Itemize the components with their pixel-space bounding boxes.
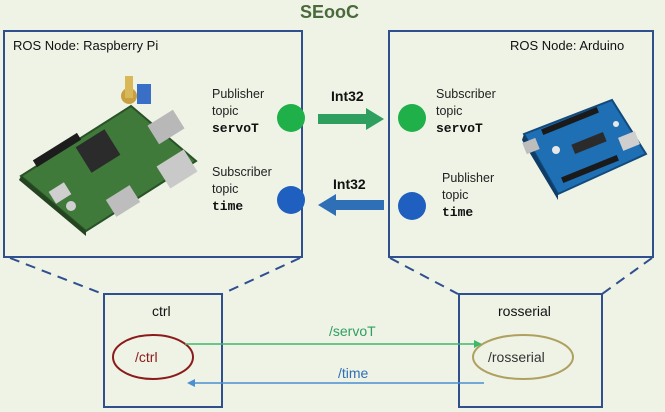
- top-message-type: Int32: [331, 88, 364, 104]
- arduino-subscriber-label: Subscriber topic servoT: [436, 86, 496, 137]
- rpi-subscriber-topic: time: [212, 199, 244, 214]
- raspberry-pi-board-icon: [19, 76, 198, 236]
- rosserial-box: rosserial: [458, 293, 603, 408]
- arduino-node-title: ROS Node: Arduino: [510, 38, 625, 53]
- rpi-publisher-topic: servoT: [212, 121, 259, 136]
- arduino-publisher-label-line2: topic: [442, 188, 469, 202]
- arduino-subscriber-label-line2: topic: [436, 104, 463, 118]
- rosserial-ellipse: [472, 334, 574, 380]
- ctrl-box-title: ctrl: [152, 303, 171, 319]
- dashed-line-rpi-right: [221, 257, 301, 295]
- arduino-subscriber-topic: servoT: [436, 121, 483, 136]
- arduino-publisher-topic: time: [442, 205, 474, 220]
- ctrl-ellipse: [112, 334, 194, 380]
- ctrl-ellipse-label: /ctrl: [135, 349, 158, 365]
- right-arrow-icon: [318, 108, 384, 130]
- time-link-arrowhead: [187, 379, 195, 387]
- ctrl-box: ctrl: [103, 293, 223, 408]
- rosserial-box-title: rosserial: [498, 303, 551, 319]
- arduino-subscriber-dot: [398, 104, 426, 132]
- dashed-line-arduino-right: [601, 257, 653, 295]
- rpi-publisher-label: Publisher topic servoT: [212, 86, 264, 137]
- servo-topic-label: /servoT: [329, 323, 376, 339]
- arduino-publisher-label: Publisher topic time: [442, 170, 494, 221]
- dashed-line-arduino-left: [389, 257, 459, 295]
- arduino-publisher-dot: [398, 192, 426, 220]
- time-topic-label: /time: [338, 365, 369, 381]
- arduino-node-box: ROS Node: Arduino Subscriber topic servo…: [388, 30, 654, 258]
- arduino-subscriber-label-line1: Subscriber: [436, 87, 496, 101]
- left-arrow-icon: [318, 194, 384, 216]
- rpi-subscriber-dot: [277, 186, 305, 214]
- page-title: SEooC: [300, 2, 360, 22]
- rpi-publisher-dot: [277, 104, 305, 132]
- rpi-subscriber-label: Subscriber topic time: [212, 164, 272, 215]
- bottom-message-type: Int32: [333, 176, 366, 192]
- rpi-publisher-label-line2: topic: [212, 104, 239, 118]
- rosserial-ellipse-label: /rosserial: [488, 349, 545, 365]
- rpi-node-title: ROS Node: Raspberry Pi: [13, 38, 159, 53]
- rpi-node-box: ROS Node: Raspberry Pi Publisher topic s…: [3, 30, 305, 258]
- rpi-subscriber-label-line1: Subscriber: [212, 165, 272, 179]
- servo-link-arrowhead: [474, 340, 482, 348]
- arduino-board-icon: [522, 98, 648, 200]
- arduino-publisher-label-line1: Publisher: [442, 171, 495, 185]
- rpi-subscriber-label-line2: topic: [212, 182, 239, 196]
- rpi-publisher-label-line1: Publisher: [212, 87, 265, 101]
